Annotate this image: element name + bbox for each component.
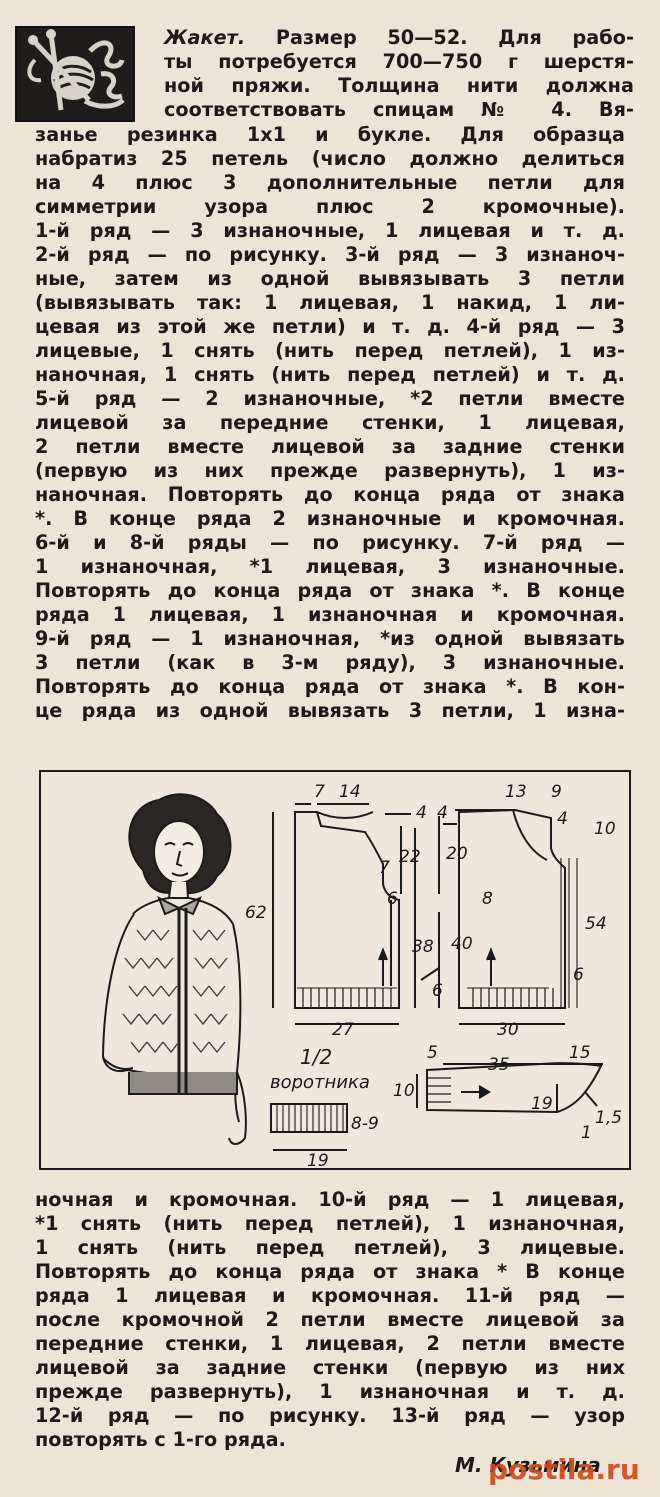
dim-label: 13 xyxy=(505,782,527,802)
site-watermark: postila.ru xyxy=(488,1455,648,1485)
text-line: на 4 плюс 3 дополнительные петли для xyxy=(35,171,625,194)
collar-pattern xyxy=(270,1103,348,1151)
dim-label: 5 xyxy=(427,1043,438,1063)
sweater-pattern-marks xyxy=(122,929,228,1054)
collar-fraction-label: 1/2 xyxy=(300,1045,332,1069)
text-line: 1 снять (нить перед петлей), 3 лицевые. xyxy=(35,1236,625,1259)
front-pattern xyxy=(438,808,578,1025)
article-title-word: Жакет. xyxy=(164,26,246,49)
dim-label: 62 xyxy=(245,903,267,923)
text-line: (первую из них прежде развернуть), 1 из- xyxy=(35,459,625,482)
dim-label: 15 xyxy=(569,1043,591,1063)
dim-label: 20 xyxy=(446,844,468,864)
dim-label: 1,5 xyxy=(595,1108,622,1128)
dim-label: 8 xyxy=(482,889,493,909)
text-line: *1 снять (нить перед петлей), 1 изнаночн… xyxy=(35,1212,625,1235)
text-line: Жакет. Размер 50—52. Для рабо- xyxy=(164,26,634,50)
text-line: ты потребуется 700—750 г шерстя- xyxy=(164,50,634,73)
dim-label: 10 xyxy=(594,819,616,839)
knitting-logo-icon xyxy=(15,26,135,122)
dim-label: 54 xyxy=(585,914,607,934)
text-line: занье резинка 1х1 и букле. Для образца xyxy=(35,123,625,146)
dim-label: 40 xyxy=(451,934,473,954)
text-line: лицевые, 1 снять (нить перед петлей), 1 … xyxy=(35,339,625,362)
text-line: *. В конце ряда 2 изнаночные и кромочная… xyxy=(35,507,625,530)
watermark-text: postila.ru xyxy=(488,1453,640,1486)
back-pattern xyxy=(272,803,440,1025)
text-line: Повторять до конца ряда от знака * В кон… xyxy=(35,1260,625,1283)
text-line: передние стенки, 1 лицевая, 2 петли вмес… xyxy=(35,1332,625,1355)
diagram-labels: 7 14 4 22 7 6 62 38 6 27 13 9 4 4 10 20 … xyxy=(245,782,622,1168)
collar-word-label: воротника xyxy=(270,1072,370,1093)
text-line: 1-й ряд — 3 изнаночные, 1 лицевая и т. д… xyxy=(35,219,625,242)
dim-label: 22 xyxy=(399,847,421,867)
text-line: ной пряжи. Толщина нити должна xyxy=(164,74,634,97)
dim-label: 7 xyxy=(379,858,390,878)
dim-label: 6 xyxy=(573,965,584,985)
dim-label: 6 xyxy=(432,981,443,1001)
text-line: после кромочной 2 петли вместе лицевой з… xyxy=(35,1308,625,1331)
sleeve-pattern xyxy=(416,1062,603,1114)
text-line: наночная, 1 снять (нить перед петлей) и … xyxy=(35,363,625,386)
dim-label: 4 xyxy=(437,803,448,823)
text-line: ночная и кромочная. 10-й ряд — 1 лицевая… xyxy=(35,1188,625,1211)
text-line: 12-й ряд — по рисунку. 13-й ряд — узор xyxy=(35,1404,625,1427)
text-line: наночная. Повторять до конца ряда от зна… xyxy=(35,483,625,506)
text-line: 1 изнаночная, *1 лицевая, 3 изнаночные. xyxy=(35,555,625,578)
text-line: ряда 1 лицевая, 1 изнаночная и кромочная… xyxy=(35,603,625,626)
dim-label: 4 xyxy=(557,809,568,829)
dim-label: 14 xyxy=(339,782,361,802)
text-line-part: Размер 50—52. Для рабо- xyxy=(245,26,634,49)
text-line: Повторять до конца ряда от знака *. В ко… xyxy=(35,675,625,698)
text-line: 3 петли (как в 3-м ряду), 3 изнаночные. xyxy=(35,651,625,674)
text-line: 5-й ряд — 2 изнаночные, *2 петли вместе xyxy=(35,387,625,410)
text-line: це ряда из одной вывязать 3 петли, 1 изн… xyxy=(35,699,625,722)
text-line: повторять с 1-го ряда. xyxy=(35,1428,287,1451)
text-line: Повторять до конца ряда от знака *. В ко… xyxy=(35,579,625,602)
dim-label: 19 xyxy=(531,1094,553,1114)
text-line: (вывязывать так: 1 лицевая, 1 накид, 1 л… xyxy=(35,291,625,314)
dim-label: 7 xyxy=(314,782,325,802)
dim-label: 27 xyxy=(332,1020,354,1040)
jacket-pattern-diagram: 7 14 4 22 7 6 62 38 6 27 13 9 4 4 10 20 … xyxy=(101,782,622,1168)
author-signature: М. Кузьмина xyxy=(455,1453,601,1477)
text-line: 2 петли вместе лицевой за задние стенки xyxy=(35,435,625,458)
text-line: лицевой за передние стенки, 1 лицевая, xyxy=(35,411,625,434)
text-line: цевая из этой же петли) и т. д. 4-й ряд … xyxy=(35,315,625,338)
text-line: 9-й ряд — 1 изнаночная, *из одной вывяза… xyxy=(35,627,625,650)
text-line: симметрии узора плюс 2 кромочные). xyxy=(35,195,625,218)
dim-label: 19 xyxy=(307,1151,329,1168)
text-line: лицевой за задние стенки (первую из них xyxy=(35,1356,625,1379)
dim-label: 30 xyxy=(497,1020,519,1040)
dim-label: 1 xyxy=(581,1123,592,1143)
dim-label: 9 xyxy=(551,782,562,802)
text-line: прежде развернуть), 1 изнаночная и т. д. xyxy=(35,1380,625,1403)
dim-label: 38 xyxy=(412,937,434,957)
text-line: 6-й и 8-й ряды — по рисунку. 7-й ряд — xyxy=(35,531,625,554)
dim-label: 10 xyxy=(393,1081,415,1101)
dim-label: 8-9 xyxy=(351,1114,379,1134)
text-line: ряда 1 лицевая и кромочная. 11-й ряд — xyxy=(35,1284,625,1307)
text-line: ные, затем из одной вывязывать 3 петли xyxy=(35,267,625,290)
text-line: набратиз 25 петель (число должно делитьс… xyxy=(35,147,625,170)
dim-label: 35 xyxy=(488,1055,510,1075)
text-line: соответствовать спицам № 4. Вя- xyxy=(164,98,634,121)
woman-illustration xyxy=(101,793,247,1145)
dim-label: 4 xyxy=(416,803,427,823)
text-line: 2-й ряд — по рисунку. 3-й ряд — 3 изнано… xyxy=(35,243,625,266)
pattern-figure: 7 14 4 22 7 6 62 38 6 27 13 9 4 4 10 20 … xyxy=(39,770,631,1170)
dim-label: 6 xyxy=(387,889,398,909)
